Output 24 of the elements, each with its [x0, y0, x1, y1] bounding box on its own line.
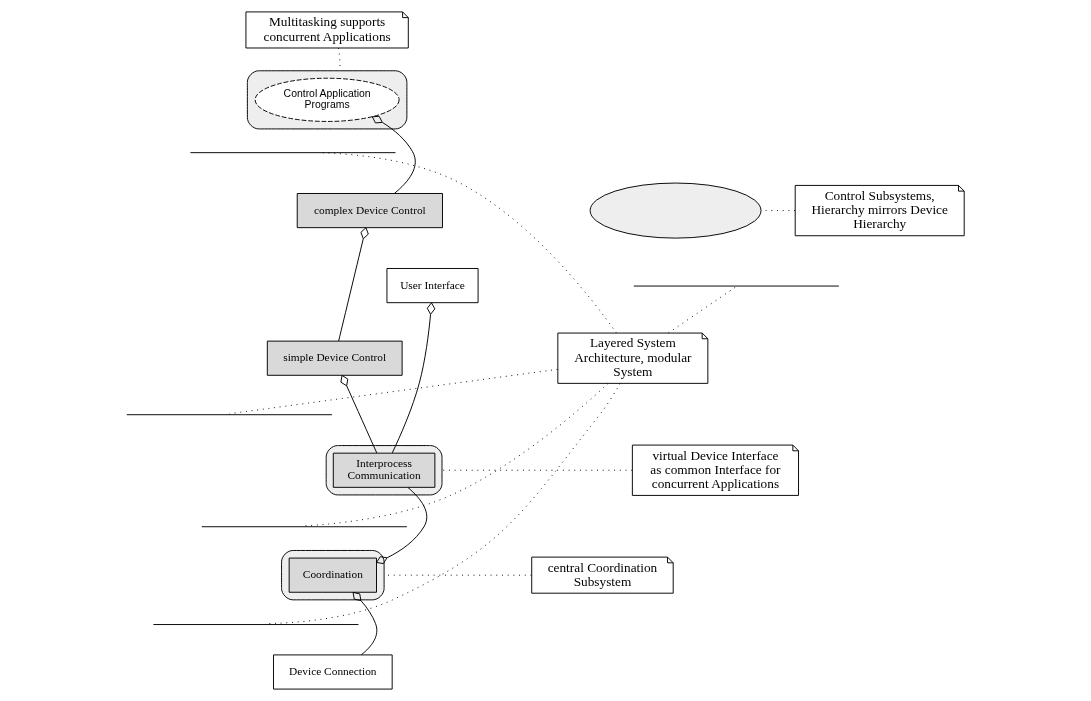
node-ellipse: [589, 182, 762, 239]
node-line: [189, 152, 396, 154]
connector: [303, 382, 609, 527]
connector: [376, 487, 428, 565]
node-line: [126, 414, 333, 416]
node-line: [633, 285, 840, 287]
connector: [229, 368, 558, 415]
connector: [352, 591, 378, 656]
node-box: simple Device Control: [266, 340, 403, 376]
node-box: Coordination: [288, 557, 377, 593]
node-box: Interprocess Communication: [332, 452, 436, 488]
node-box: User Interface: [386, 268, 479, 304]
connector: [667, 286, 737, 334]
cluster: [246, 70, 408, 130]
node-box: complex Device Control: [296, 193, 443, 229]
connector: [319, 152, 617, 334]
connector: [340, 374, 378, 454]
cluster: [325, 445, 443, 496]
connector: [391, 302, 436, 454]
connector: [338, 227, 369, 342]
connector: [371, 115, 416, 194]
node-box: Device Connection: [273, 654, 393, 690]
node-line: [201, 526, 408, 528]
node-line: [152, 624, 359, 625]
